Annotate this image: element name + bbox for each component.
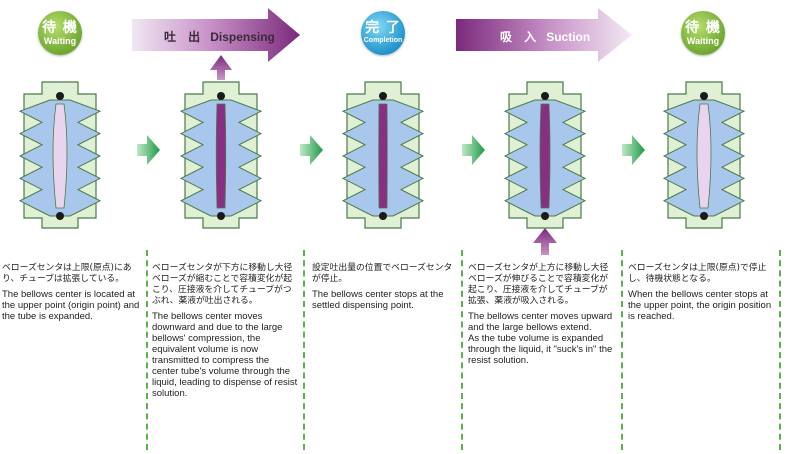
column-separator: [779, 250, 781, 450]
badge-en-label: Waiting: [686, 35, 720, 46]
top-port: [217, 92, 225, 100]
badge-jp-label: 完 了: [365, 19, 401, 36]
description-en: The bellows center moves upward and the …: [468, 311, 613, 366]
bellows-pump: [341, 81, 425, 229]
bellows-pump: [662, 81, 746, 229]
description-en: When the bellows center stops at the upp…: [628, 289, 772, 322]
column-separator: [303, 250, 305, 450]
dispensing-banner-label: 吐 出 Dispensing: [164, 28, 275, 45]
center-tube: [215, 103, 227, 209]
bellows-pump: [179, 81, 263, 229]
description-suction: ベローズセンタが上方に移動し大径ベローズが伸びることで容積変化が起こり、圧接液を…: [468, 263, 616, 370]
bottom-port: [217, 212, 225, 220]
top-port: [541, 92, 549, 100]
badge-en-label: Waiting: [43, 35, 77, 46]
banner-en: Dispensing: [210, 30, 275, 44]
banner-jp: 吸 入: [500, 30, 541, 44]
process-arrow-3: [462, 135, 485, 165]
up-arrow-suction: [533, 228, 557, 255]
dispensing-banner-arrow: [132, 8, 300, 62]
bottom-port: [56, 212, 64, 220]
center-tube: [696, 103, 712, 209]
bottom-port: [379, 212, 387, 220]
description-waiting: ベローズセンタは上限(原点)にあり、チューブは拡張している。 The bello…: [2, 263, 140, 326]
badge-jp-label: 待 機: [685, 19, 721, 36]
description-en: The bellows center moves downward and du…: [152, 311, 298, 399]
center-tube: [539, 103, 551, 209]
description-jp: ベローズセンタは上限(原点)にあり、チューブは拡張している。: [2, 263, 132, 284]
description-en: The bellows center is located at the upp…: [2, 289, 140, 322]
center-tube: [52, 103, 68, 209]
bottom-port: [700, 212, 708, 220]
suction-banner-label: 吸 入 Suction: [500, 28, 590, 45]
description-jp: ベローズセンタは上限(原点)で停止し、待機状態となる。: [628, 263, 767, 284]
banner-jp: 吐 出: [164, 30, 205, 44]
description-completion: 設定吐出量の位置でベローズセンタが停止。 The bellows center …: [312, 263, 458, 315]
description-dispensing: ベローズセンタが下方に移動し大径ベローズが縮むことで容積変化が起こり、圧接液を介…: [152, 263, 298, 403]
suction-banner-arrow: [456, 8, 632, 62]
description-en: The bellows center stops at the settled …: [312, 289, 444, 311]
bottom-port: [541, 212, 549, 220]
up-arrow-dispensing: [210, 55, 232, 80]
step-badge-waiting: 待 機 Waiting: [38, 11, 82, 55]
bellows-pump: [503, 81, 587, 229]
description-jp: 設定吐出量の位置でベローズセンタが停止。: [312, 263, 453, 284]
process-arrow-1: [137, 135, 160, 165]
top-port: [56, 92, 64, 100]
column-separator: [621, 250, 623, 450]
process-arrow-2: [300, 135, 323, 165]
step-badge-waiting-end: 待 機 Waiting: [681, 11, 725, 55]
badge-en-label: Completion: [363, 36, 403, 44]
badge-jp-label: 待 機: [42, 19, 78, 36]
center-tube: [378, 103, 388, 209]
column-separator: [146, 250, 148, 450]
description-waiting-end: ベローズセンタは上限(原点)で停止し、待機状態となる。 When the bel…: [628, 263, 774, 326]
process-arrow-4: [622, 135, 645, 165]
column-separator: [461, 250, 463, 450]
bellows-pump: [18, 81, 102, 229]
description-jp: ベローズセンタが下方に移動し大径ベローズが縮むことで容積変化が起こり、圧接液を介…: [152, 263, 293, 306]
banner-en: Suction: [546, 30, 591, 44]
step-badge-completion: 完 了 Completion: [361, 11, 405, 55]
top-port: [700, 92, 708, 100]
description-jp: ベローズセンタが上方に移動し大径ベローズが伸びることで容積変化が起こり、圧接液を…: [468, 263, 609, 306]
top-port: [379, 92, 387, 100]
